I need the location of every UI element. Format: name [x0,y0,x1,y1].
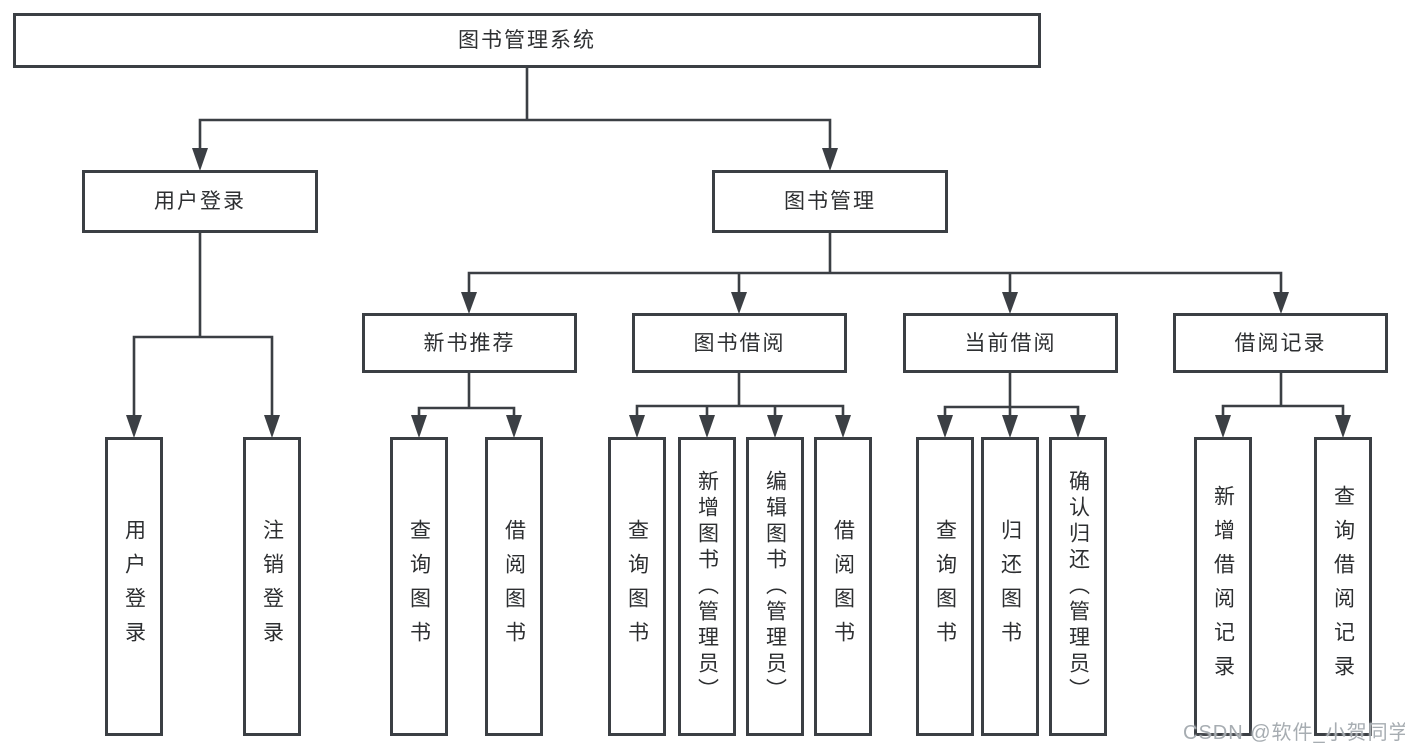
leaf-add-borrow-record: 新增借阅记录 [1194,437,1252,736]
connector-current-borrow-to-leaves [937,371,1086,438]
node-label: 当前借阅 [964,331,1057,355]
connector-line [635,371,845,419]
arrowhead [629,415,645,438]
arrowhead [411,415,427,438]
leaf-confirm-return-admin: 确认归还（管理员） [1049,437,1107,736]
leaf-label: 新增图书（管理员） [695,469,719,704]
arrowhead [835,415,851,438]
node-new-book-recommend: 新书推荐 [362,313,577,373]
connector-line [943,371,1080,419]
leaf-return-book: 归还图书 [981,437,1039,736]
arrowhead [767,415,783,438]
csdn-watermark: CSDN @软件_小贺同学 [1183,722,1405,744]
arrowhead [192,148,208,171]
leaf-query-books-recommend: 查询图书 [390,437,448,736]
connector-book-management-to-level2 [461,231,1289,314]
leaf-query-books-borrow: 查询图书 [608,437,666,736]
node-current-borrow: 当前借阅 [903,313,1118,373]
leaf-user-login: 用户登录 [105,437,163,736]
leaf-label: 查询借阅记录 [1331,484,1355,689]
leaf-logout: 注销登录 [243,437,301,736]
arrowhead [1215,415,1231,438]
leaf-label: 新增借阅记录 [1211,484,1235,689]
arrowhead [1002,292,1018,314]
connector-new-book-recommend-to-leaves [411,371,522,438]
connector-user-login-to-leaves [126,231,280,438]
leaf-label: 借阅图书 [831,518,855,655]
node-label: 借阅记录 [1234,331,1327,355]
node-label: 用户登录 [154,190,246,213]
leaf-label: 确认归还（管理员） [1066,469,1090,704]
arrowhead [822,148,838,171]
arrowhead [1070,415,1086,438]
node-label: 新书推荐 [423,331,516,355]
leaf-add-book-admin: 新增图书（管理员） [678,437,736,736]
leaf-label: 注销登录 [260,518,284,655]
arrowhead [1002,415,1018,438]
node-borrow-records: 借阅记录 [1173,313,1388,373]
leaf-label: 查询图书 [407,518,431,655]
arrowhead [1273,292,1289,314]
leaf-edit-book-admin: 编辑图书（管理员） [746,437,804,736]
node-user-login: 用户登录 [82,170,318,233]
connector-line [132,231,274,419]
leaf-label: 查询图书 [625,518,649,655]
leaf-label: 用户登录 [122,518,146,655]
leaf-borrow-books-2: 借阅图书 [814,437,872,736]
connector-line [417,371,516,419]
arrowhead [264,415,280,438]
arrowhead [731,292,747,314]
arrowhead [506,415,522,438]
arrowhead [126,415,142,438]
arrowhead [699,415,715,438]
connector-root-to-level1 [192,66,838,171]
arrowhead [461,292,477,314]
node-book-borrow: 图书借阅 [632,313,847,373]
arrowhead [1335,415,1351,438]
connector-line [467,231,1283,296]
connector-borrow-records-to-leaves [1215,371,1351,438]
leaf-label: 查询图书 [933,518,957,655]
node-label: 图书管理 [784,190,876,213]
arrowhead [937,415,953,438]
leaf-borrow-books-recommend: 借阅图书 [485,437,543,736]
node-root: 图书管理系统 [13,13,1041,68]
leaf-query-books-current: 查询图书 [916,437,974,736]
connector-line [1221,371,1345,419]
leaf-query-borrow-record: 查询借阅记录 [1314,437,1372,736]
node-label: 图书借阅 [693,331,786,355]
leaf-label: 归还图书 [998,518,1022,655]
leaf-label: 借阅图书 [502,518,526,655]
node-label: 图书管理系统 [458,29,596,52]
leaf-label: 编辑图书（管理员） [763,469,787,704]
connector-line [198,66,832,152]
connector-book-borrow-to-leaves [629,371,851,438]
node-book-management: 图书管理 [712,170,948,233]
